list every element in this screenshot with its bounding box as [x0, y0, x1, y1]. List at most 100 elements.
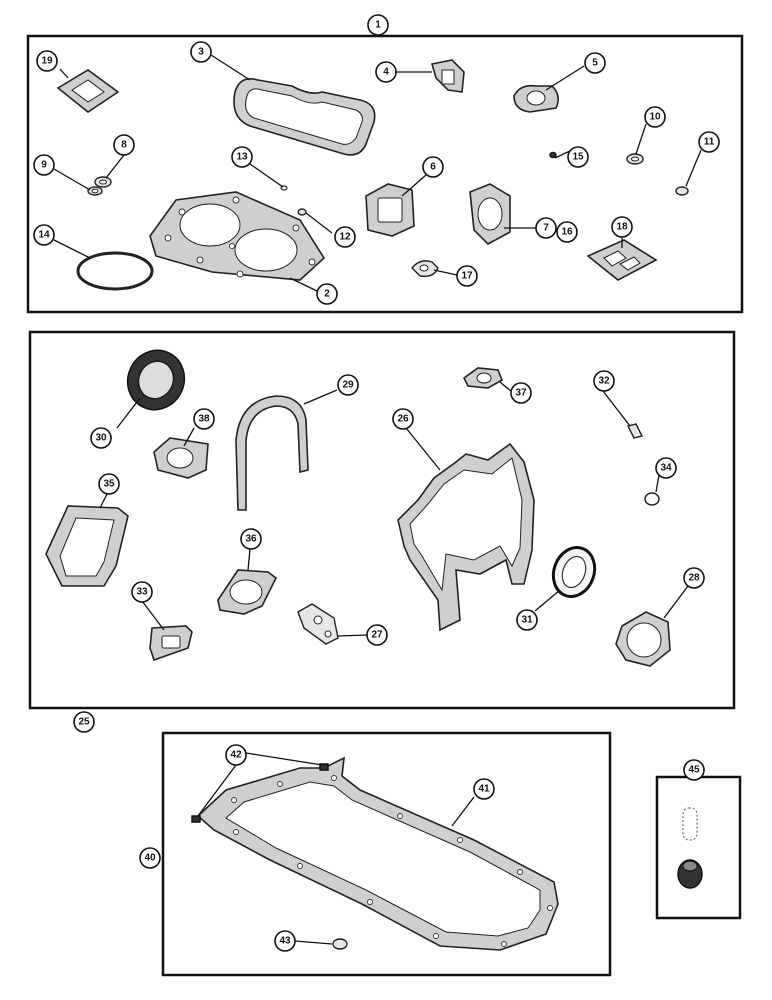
part-17-small-gasket: [411, 260, 439, 278]
callout-7: 7: [535, 217, 557, 239]
callout-label: 19: [41, 56, 53, 67]
callout-4: 4: [375, 61, 397, 83]
callout-38: 38: [193, 408, 215, 430]
callout-14: 14: [33, 224, 55, 246]
part-8-washer: [94, 176, 112, 188]
part-4-flange-gasket: [430, 59, 465, 93]
part-32-small-gasket: [626, 423, 644, 439]
callout-label: 31: [521, 615, 533, 626]
seal-kit-panel: [655, 775, 742, 920]
part-28-ring-gasket: [615, 611, 671, 667]
part-31-seal: [551, 546, 597, 598]
part-18-double-port-gasket: [586, 239, 658, 281]
callout-label: 30: [95, 433, 107, 444]
part-14-large-seal-ring: [76, 251, 154, 291]
part-41-oil-pan-gasket: [196, 756, 559, 951]
callout-11: 11: [698, 131, 720, 153]
callout-5: 5: [584, 52, 606, 74]
part-11-washer: [675, 186, 689, 196]
callout-12: 12: [334, 226, 356, 248]
part-19-square-gasket: [56, 69, 120, 113]
callout-label: 29: [342, 380, 354, 391]
oil-pan-gasket-panel: [161, 731, 612, 977]
callout-28: 28: [683, 567, 705, 589]
part-2-cylinder-head-gasket: [149, 191, 326, 281]
callout-label: 40: [144, 853, 156, 864]
callout-13: 13: [231, 146, 253, 168]
callout-34: 34: [655, 457, 677, 479]
part-42-gasket-tab-upper: [319, 763, 329, 771]
part-36-plate-gasket: [217, 569, 278, 615]
callout-43: 43: [274, 930, 296, 952]
callout-label: 28: [688, 573, 700, 584]
callout-41: 41: [473, 778, 495, 800]
callout-label: 4: [383, 67, 389, 78]
callout-45: 45: [683, 759, 705, 781]
callout-label: 6: [430, 162, 436, 173]
part-30-crankshaft-seal: [126, 349, 186, 411]
callout-37: 37: [510, 382, 532, 404]
callout-label: 10: [649, 112, 661, 123]
callout-29: 29: [337, 374, 359, 396]
callout-label: 7: [543, 223, 549, 234]
callout-label: 17: [461, 271, 473, 282]
callout-label: 15: [572, 152, 584, 163]
part-26-front-cover-gasket: [397, 442, 535, 632]
callout-label: 18: [616, 222, 628, 233]
part-43-washer: [332, 938, 348, 950]
callout-label: 25: [78, 717, 90, 728]
callout-35: 35: [98, 473, 120, 495]
part-6-flange-gasket: [365, 183, 415, 237]
callout-label: 33: [136, 587, 148, 598]
callout-16: 16: [556, 221, 578, 243]
callout-label: 36: [245, 534, 257, 545]
callout-26: 26: [392, 408, 414, 430]
callout-27: 27: [366, 624, 388, 646]
part-3-rocker-cover-gasket: [233, 78, 376, 156]
lower-gasket-set-panel: [28, 330, 736, 710]
callout-32: 32: [593, 370, 615, 392]
callout-label: 42: [230, 750, 242, 761]
callout-label: 2: [324, 289, 330, 300]
callout-label: 26: [397, 414, 409, 425]
callout-label: 5: [592, 58, 598, 69]
callout-1: 1: [367, 14, 389, 36]
callout-15: 15: [567, 146, 589, 168]
callout-label: 1: [375, 20, 381, 31]
part-13-o-ring: [280, 185, 288, 191]
callout-19: 19: [36, 50, 58, 72]
callout-label: 43: [279, 936, 291, 947]
part-29-timing-cover-gasket: [235, 395, 309, 511]
part-45-seal-kit: [677, 807, 703, 889]
part-5-oval-flange-gasket: [513, 84, 560, 113]
callout-9: 9: [33, 154, 55, 176]
leader-lines: [53, 54, 702, 945]
callout-label: 37: [515, 388, 527, 399]
callout-label: 34: [660, 463, 672, 474]
callout-25: 25: [73, 711, 95, 733]
callout-label: 38: [198, 414, 210, 425]
callout-2: 2: [316, 283, 338, 305]
callout-label: 45: [688, 765, 700, 776]
callout-17: 17: [456, 265, 478, 287]
callout-8: 8: [113, 134, 135, 156]
callout-label: 13: [236, 152, 248, 163]
callout-3: 3: [190, 41, 212, 63]
callout-label: 35: [103, 479, 115, 490]
part-37-flange-gasket: [462, 367, 504, 389]
part-42-gasket-tab-lower: [191, 815, 201, 823]
part-9-washer: [87, 186, 103, 196]
callout-42: 42: [225, 744, 247, 766]
callout-40: 40: [139, 847, 161, 869]
callout-label: 32: [598, 376, 610, 387]
callout-label: 27: [371, 630, 383, 641]
callout-31: 31: [516, 609, 538, 631]
callout-18: 18: [611, 216, 633, 238]
callout-10: 10: [644, 106, 666, 128]
callout-30: 30: [90, 427, 112, 449]
callout-label: 11: [704, 137, 715, 148]
part-35-plate-gasket: [45, 505, 129, 587]
callout-label: 8: [121, 140, 127, 151]
upper-gasket-set-panel: [26, 34, 744, 314]
part-12-washer: [297, 208, 307, 216]
